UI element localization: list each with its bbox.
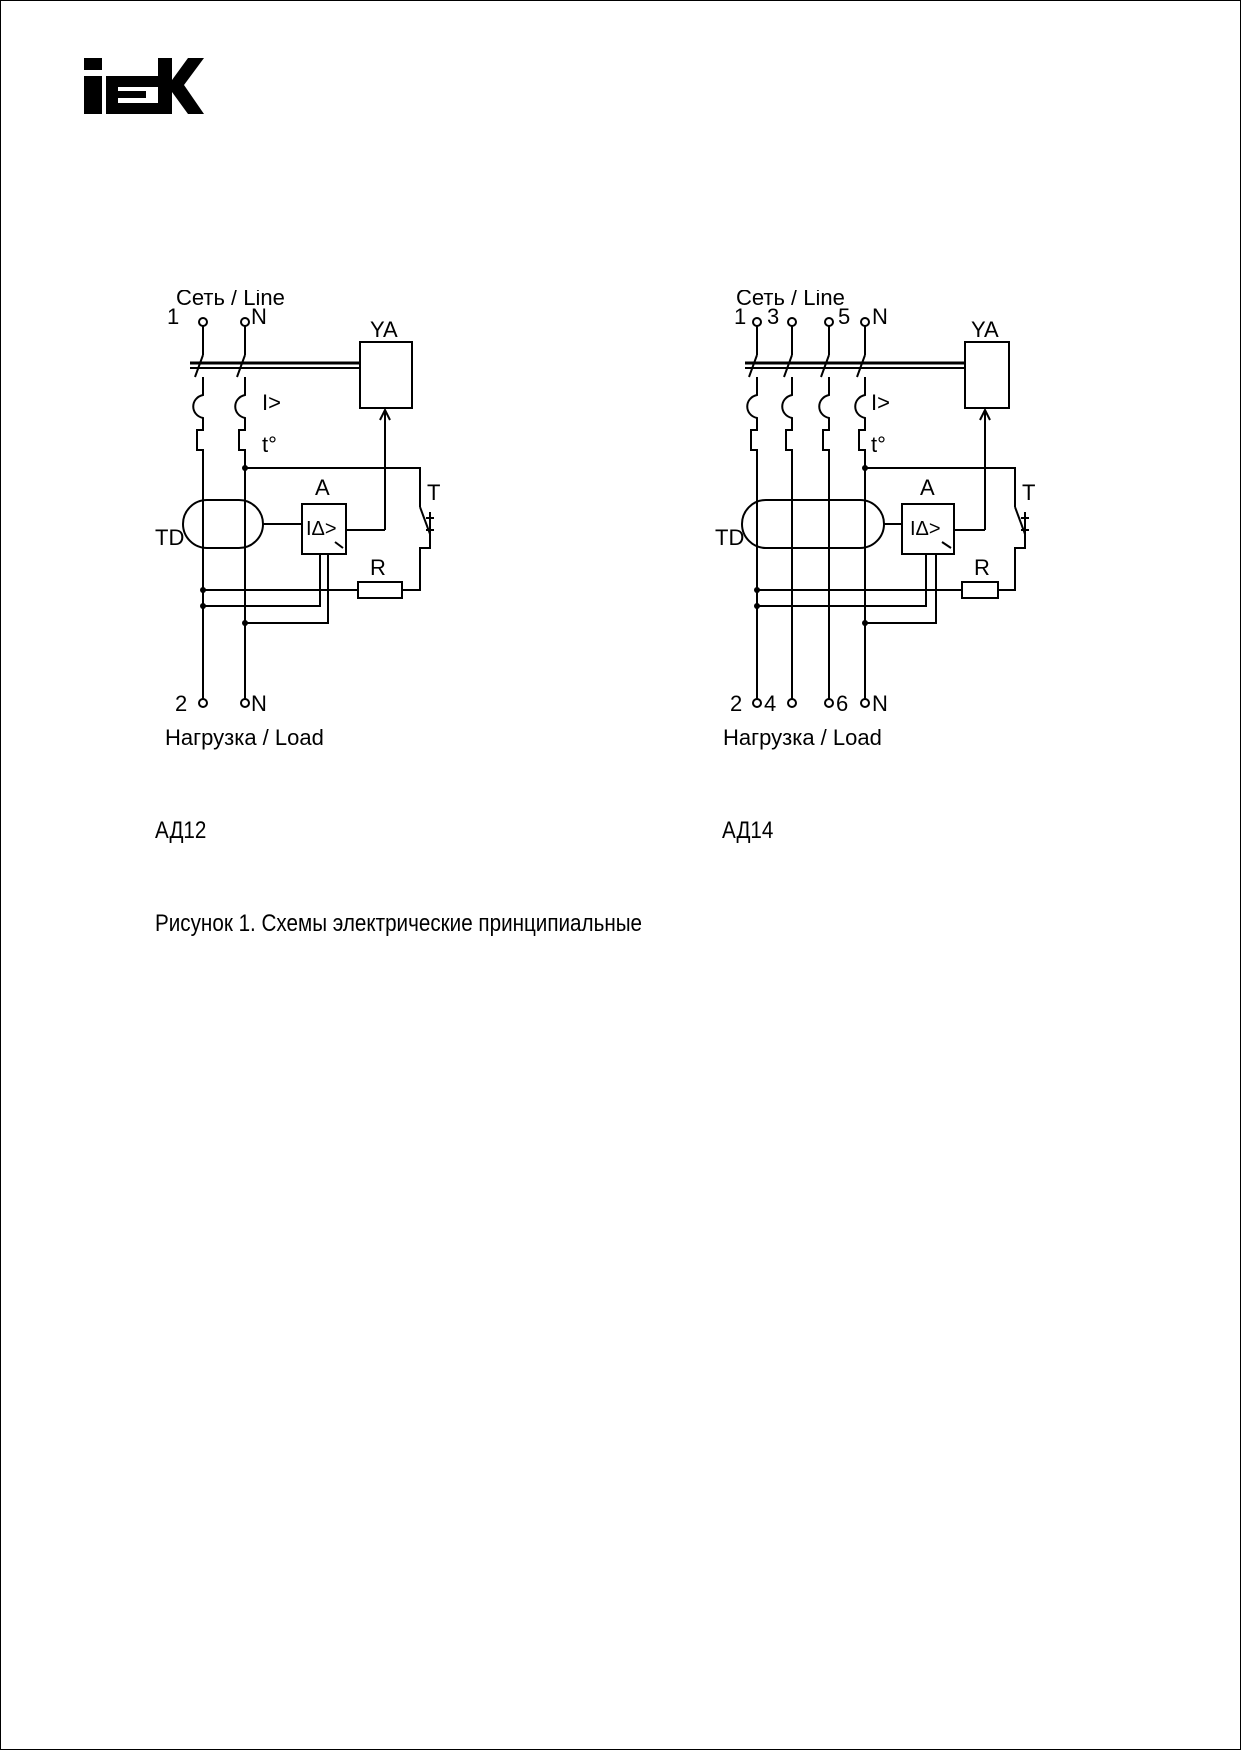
top-terminal-n: N [251,304,267,329]
thermal-label: t° [871,432,886,457]
bottom-terminal-4: 4 [764,691,776,716]
ya-label: YA [971,317,999,342]
load-label: Нагрузка / Load [165,725,324,750]
bottom-terminal-6: 6 [836,691,848,716]
model-label-ad14: АД14 [722,817,774,844]
top-terminal-1: 1 [734,304,746,329]
top-terminal-n: N [872,304,888,329]
residual-label: IΔ> [910,518,941,540]
thermal-label: t° [262,432,277,457]
top-terminal-1: 1 [167,304,179,329]
bottom-terminal-n: N [872,691,888,716]
amplifier-label: A [920,475,935,500]
overcurrent-label: I> [871,390,890,415]
resistor-label: R [974,555,990,580]
load-label: Нагрузка / Load [723,725,882,750]
top-terminal-5: 5 [838,304,850,329]
bottom-terminal-2: 2 [730,691,742,716]
test-label: T [427,480,440,505]
model-label-ad12: АД12 [155,817,207,844]
ya-label: YA [370,317,398,342]
td-label: TD [155,525,184,550]
figure-caption: Рисунок 1. Схемы электрические принципиа… [155,910,643,937]
resistor-label: R [370,555,386,580]
bottom-terminal-n: N [251,691,267,716]
bottom-terminal-2: 2 [175,691,187,716]
test-label: T [1022,480,1035,505]
iek-logo [84,58,204,114]
schematic-ad14-drawing: Сеть / Line 1 3 5 N YA I> t° TD A IΔ> T … [715,290,1035,750]
overcurrent-label: I> [262,390,281,415]
td-label: TD [715,525,744,550]
top-terminal-3: 3 [767,304,779,329]
line-label: Сеть / Line [176,290,285,310]
schematic-ad12-drawing: 1 N Сеть / Line YA I> t° TD A IΔ> T R 2 … [155,290,440,750]
amplifier-label: A [315,475,330,500]
residual-label: IΔ> [306,518,337,540]
line-label: Сеть / Line [736,290,845,310]
schematic-ad14: Сеть / Line 1 3 5 N YA I> t° TD A IΔ> T … [560,290,1120,770]
schematic-ad12: 1 N Сеть / Line YA I> t° TD A IΔ> T R 2 … [0,290,560,770]
